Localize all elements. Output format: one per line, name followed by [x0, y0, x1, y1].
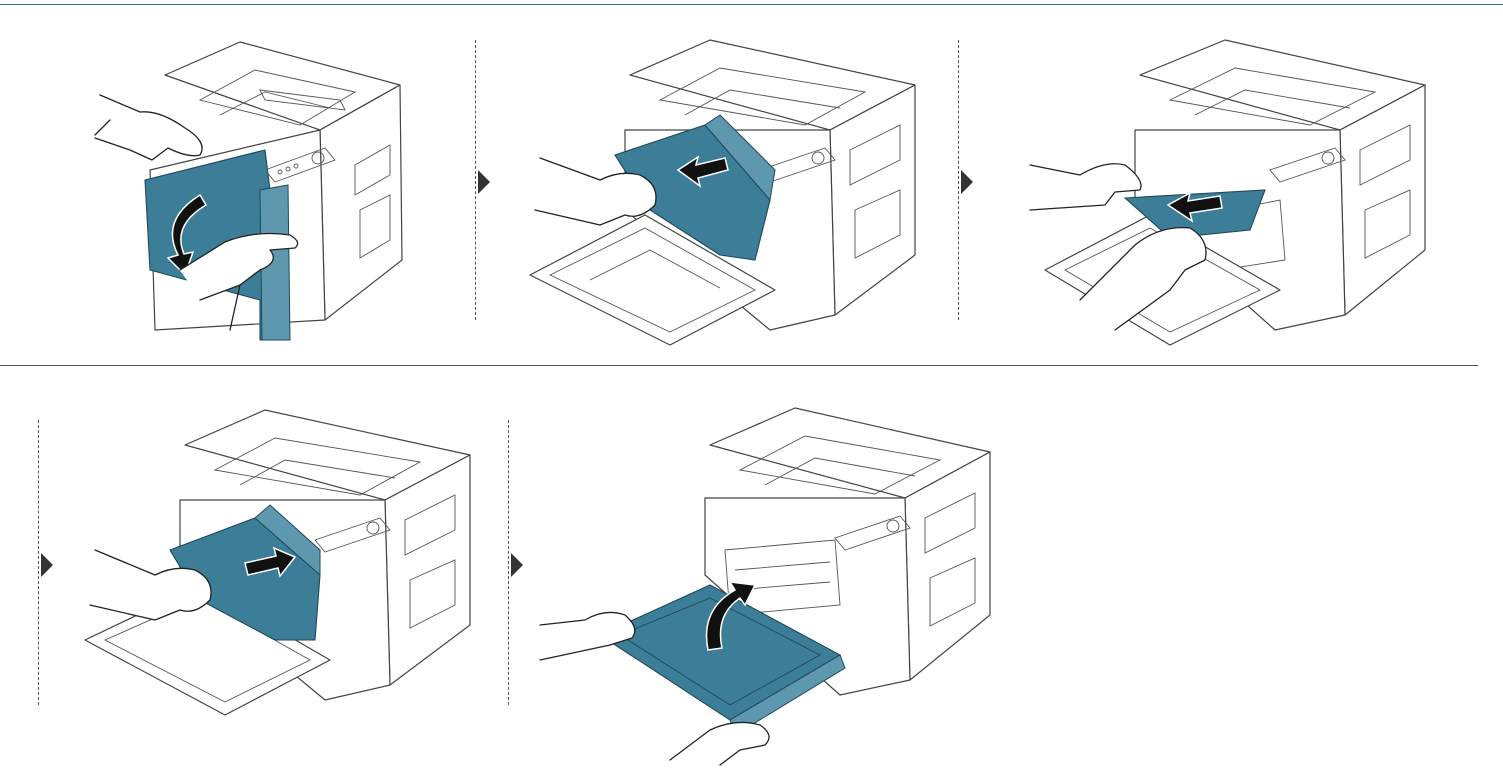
top-rule	[0, 4, 1503, 5]
step-arrow-icon	[511, 553, 523, 577]
hand-icon	[669, 721, 770, 766]
jammed-paper	[1123, 189, 1266, 239]
hand-icon	[94, 94, 203, 161]
step-arrow-icon	[41, 553, 53, 577]
hand-icon	[179, 232, 299, 331]
front-cover	[144, 149, 291, 341]
hand-icon	[534, 157, 657, 226]
step-separator	[508, 420, 509, 705]
curved-up-arrow-icon	[705, 581, 757, 651]
step-arrow-icon	[478, 170, 490, 194]
step-5-close-cover	[539, 407, 991, 766]
step-arrow-icon	[961, 170, 973, 194]
step-separator	[958, 40, 959, 320]
toner-cartridge	[169, 504, 321, 641]
arrow-right-icon	[244, 546, 297, 578]
row-divider	[0, 365, 1478, 366]
printer-icon	[704, 407, 991, 696]
step-3-remove-paper	[1029, 39, 1426, 346]
hand-icon	[539, 611, 636, 661]
front-cover	[598, 584, 846, 736]
hand-icon	[89, 549, 212, 621]
hand-icon	[1079, 226, 1207, 331]
curved-down-arrow-icon	[166, 193, 208, 277]
arrow-left-icon	[1166, 191, 1223, 223]
arrow-left-icon	[676, 155, 729, 188]
step-2-remove-toner	[529, 39, 916, 346]
step-separator	[38, 420, 39, 705]
step-1-open-cover	[94, 41, 403, 341]
step-separator	[475, 40, 476, 320]
toner-cartridge	[614, 114, 776, 261]
hand-icon	[1029, 163, 1142, 211]
step-4-insert-toner	[84, 409, 471, 716]
